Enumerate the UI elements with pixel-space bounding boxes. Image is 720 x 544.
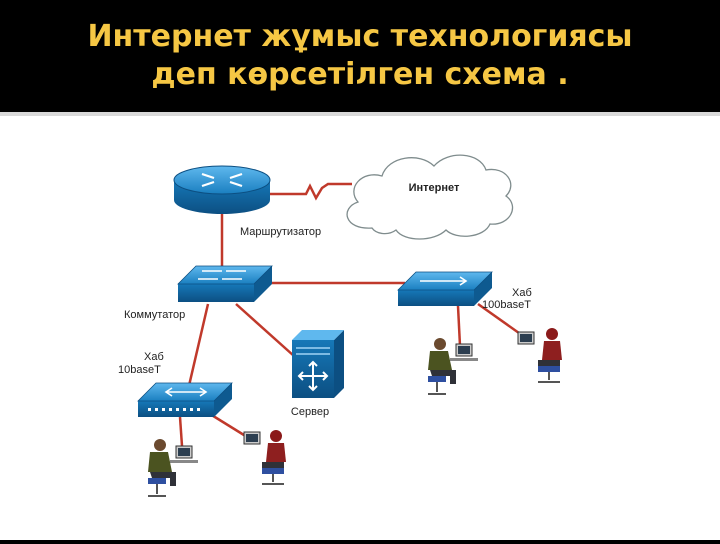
- network-diagram-svg: Интернет Маршрутизатор Коммутатор: [118, 154, 562, 497]
- router-label: Маршрутизатор: [240, 226, 321, 238]
- link-router-internet: [270, 182, 352, 201]
- user-left-1-icon: [148, 439, 198, 497]
- hub-left-label-2: 10baseT: [118, 364, 161, 376]
- hub-right-label-1: Хаб: [512, 287, 532, 299]
- user-right-2-icon: [517, 328, 562, 383]
- link-switch-server: [235, 303, 295, 357]
- switch-label: Коммутатор: [124, 309, 185, 321]
- title-divider: [0, 112, 720, 116]
- server-icon: [292, 330, 344, 398]
- links: [178, 182, 527, 447]
- internet-cloud: Интернет: [346, 154, 514, 240]
- network-diagram: Интернет Маршрутизатор Коммутатор: [0, 116, 720, 540]
- slide-title: Интернет жұмыс технологиясы деп көрсетіл…: [0, 0, 720, 112]
- hub-left-label-1: Хаб: [144, 351, 164, 363]
- hub-left-icon: [137, 382, 233, 417]
- link-switch-hub-left: [186, 303, 210, 391]
- link-hub-right-user1: [456, 305, 462, 347]
- title-line-2: деп көрсетілген схема .: [151, 57, 569, 92]
- switch-icon: [177, 265, 273, 302]
- hub-right-label-2: 100baseT: [482, 299, 531, 311]
- link-hub-left-user1: [178, 416, 184, 447]
- user-right-1-icon: [428, 338, 478, 395]
- router-icon: [173, 165, 271, 214]
- hub-right-icon: [397, 271, 493, 306]
- user-left-2-icon: [243, 430, 286, 485]
- server-label: Сервер: [291, 406, 329, 418]
- title-line-1: Интернет жұмыс технологиясы: [87, 19, 633, 54]
- internet-label: Интернет: [409, 182, 460, 194]
